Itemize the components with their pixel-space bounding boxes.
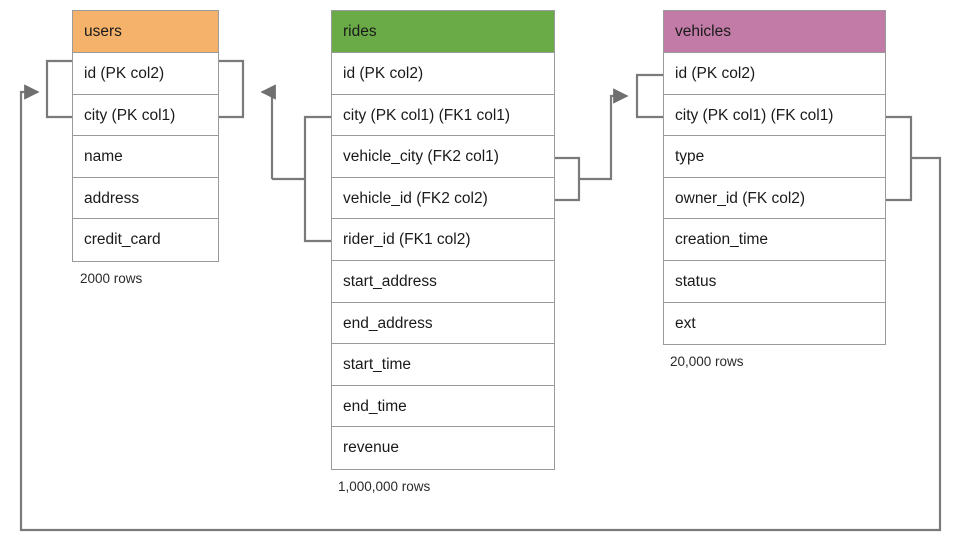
vehicles-right-bracket [886, 115, 913, 202]
table-vehicles-row-count: 20,000 rows [670, 354, 744, 369]
table-users-row-count: 2000 rows [80, 271, 143, 286]
users-right-bracket [219, 59, 245, 119]
table-rides-row-count: 1,000,000 rows [338, 479, 431, 494]
table-rides[interactable]: rides id (PK col2) city (PK col1) (FK1 c… [331, 10, 555, 470]
rides-fk1-riser [260, 84, 276, 179]
table-rides-field-start-time[interactable]: start_time [332, 344, 554, 386]
table-vehicles-field-type[interactable]: type [664, 136, 885, 178]
vehicles-left-bracket [635, 73, 663, 119]
users-left-bracket [45, 59, 72, 119]
table-vehicles-field-status[interactable]: status [664, 260, 885, 303]
table-rides-field-id[interactable]: id (PK col2) [332, 53, 554, 95]
table-rides-field-rider-id[interactable]: rider_id (FK1 col2) [332, 219, 554, 261]
table-users-field-address[interactable]: address [73, 177, 218, 220]
table-rides-field-end-time[interactable]: end_time [332, 385, 554, 428]
table-rides-field-vehicle-id[interactable]: vehicle_id (FK2 col2) [332, 177, 554, 220]
table-users[interactable]: users id (PK col2) city (PK col1) name a… [72, 10, 219, 262]
table-rides-field-end-address[interactable]: end_address [332, 302, 554, 345]
table-users-header: users [73, 11, 218, 53]
table-users-field-credit-card[interactable]: credit_card [73, 219, 218, 261]
table-rides-field-city[interactable]: city (PK col1) (FK1 col1) [332, 94, 554, 137]
table-users-field-id[interactable]: id (PK col2) [73, 53, 218, 95]
table-users-field-name[interactable]: name [73, 136, 218, 178]
rides-right-bracket [555, 156, 581, 202]
table-rides-field-vehicle-city[interactable]: vehicle_city (FK2 col1) [332, 136, 554, 178]
rides-fk2-run [579, 88, 629, 181]
table-rides-field-start-address[interactable]: start_address [332, 260, 554, 303]
table-rides-header: rides [332, 11, 554, 53]
table-vehicles-field-creation-time[interactable]: creation_time [664, 219, 885, 261]
table-rides-field-revenue[interactable]: revenue [332, 427, 554, 469]
table-vehicles-field-ext[interactable]: ext [664, 302, 885, 345]
table-users-field-city[interactable]: city (PK col1) [73, 94, 218, 137]
table-vehicles-field-owner-id[interactable]: owner_id (FK col2) [664, 177, 885, 220]
rides-left-bracket [303, 115, 331, 243]
table-vehicles-header: vehicles [664, 11, 885, 53]
table-vehicles-field-city[interactable]: city (PK col1) (FK col1) [664, 94, 885, 137]
table-vehicles-field-id[interactable]: id (PK col2) [664, 53, 885, 95]
table-vehicles[interactable]: vehicles id (PK col2) city (PK col1) (FK… [663, 10, 886, 346]
